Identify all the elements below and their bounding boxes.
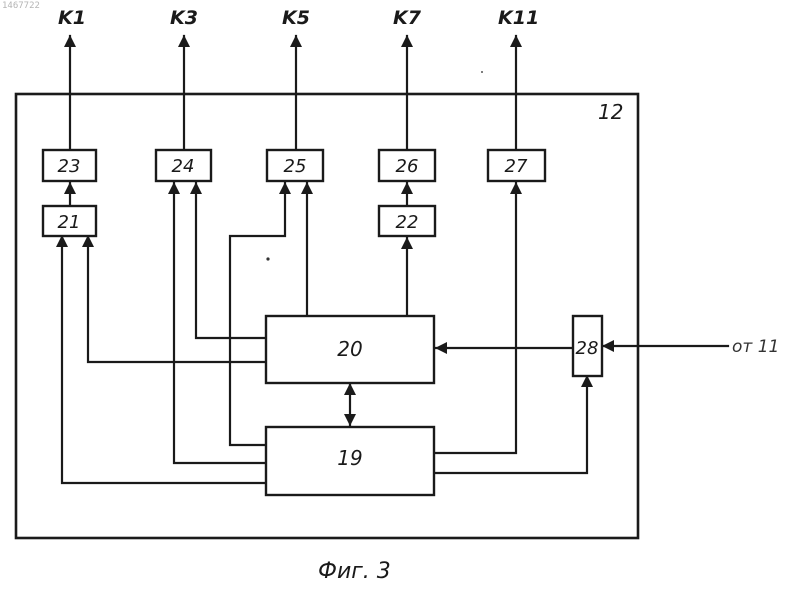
svg-text:20: 20 [337,337,362,361]
document-number: 1467722 [2,1,40,11]
svg-text:23: 23 [58,156,81,177]
output-label-k5: K5 [282,7,310,29]
input-label: от 11 [732,337,779,357]
output-label-k1: K1 [58,7,86,29]
svg-text:22: 22 [396,212,419,233]
output-label-k11: K11 [498,7,539,29]
svg-text:26: 26 [396,156,419,177]
figure-caption: Фиг. 3 [318,559,391,584]
frame-label: 12 [598,100,623,124]
svg-text:19: 19 [337,446,362,470]
svg-text:25: 25 [284,156,307,177]
svg-text:28: 28 [576,338,599,359]
output-label-k3: K3 [170,7,198,29]
svg-text:21: 21 [58,212,81,233]
output-label-k7: K7 [393,7,422,29]
svg-text:24: 24 [172,156,195,177]
svg-text:27: 27 [505,156,528,177]
